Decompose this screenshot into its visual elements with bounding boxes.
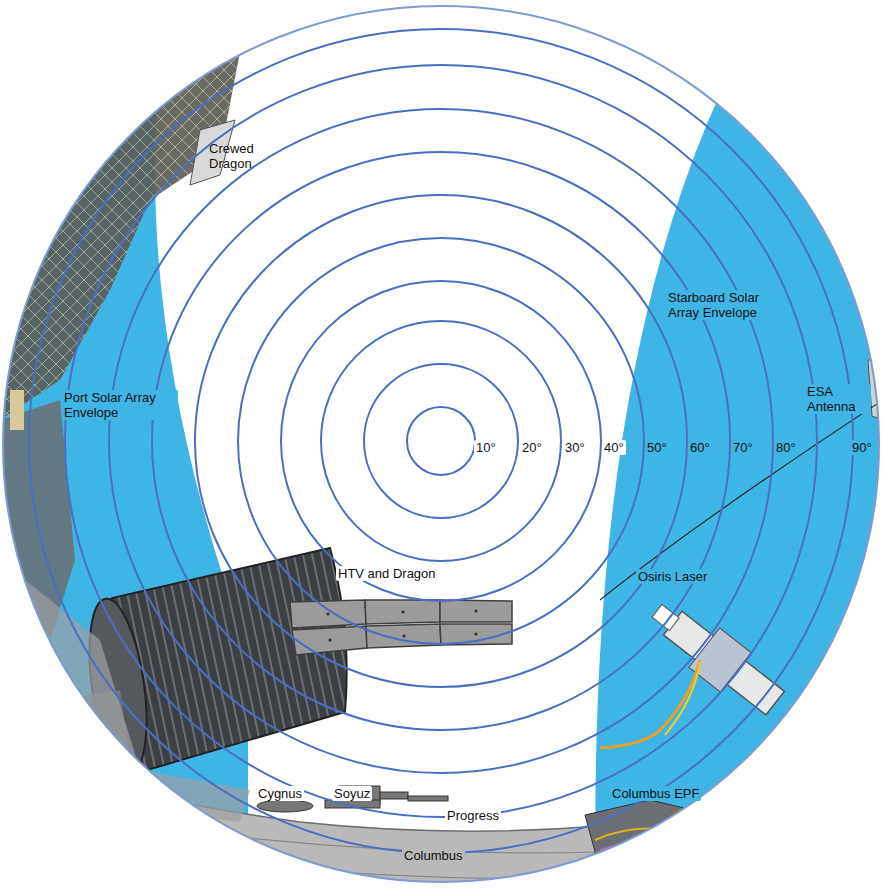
elevation-mark: 80° [774,440,798,455]
part-label: Osiris Laser [636,569,709,584]
elevation-rings [29,29,853,853]
part-label: Soyuz [332,786,372,801]
elevation-mark: 30° [563,440,587,455]
port-envelope [0,0,248,889]
elevation-mark: 10° [474,440,498,455]
starboard-envelope [595,0,883,889]
part-label: ESA Antenna [805,384,871,414]
region-label: Starboard Solar Array Envelope [666,290,782,320]
elevation-mark: 90° [850,440,874,455]
soyuz-progress [257,786,448,812]
region-label: Port Solar Array Envelope [62,390,178,420]
elevation-mark: 40° [602,440,626,455]
part-label: Crewed Dragon [207,141,281,171]
part-label: Columbus [402,848,465,863]
elevation-mark: 70° [731,440,755,455]
solar-panels [290,600,512,655]
part-label: Cygnus [256,786,304,801]
osiris-laser [642,591,791,723]
elevation-mark: 60° [688,440,712,455]
elevation-mark: 20° [520,440,544,455]
part-label: HTV and Dragon [336,566,438,581]
part-label: Progress [445,808,501,823]
elevation-mark: 50° [645,440,669,455]
part-label: Columbus EPF [610,786,701,801]
columbus-epf [585,800,735,870]
columbus-module [0,760,883,889]
